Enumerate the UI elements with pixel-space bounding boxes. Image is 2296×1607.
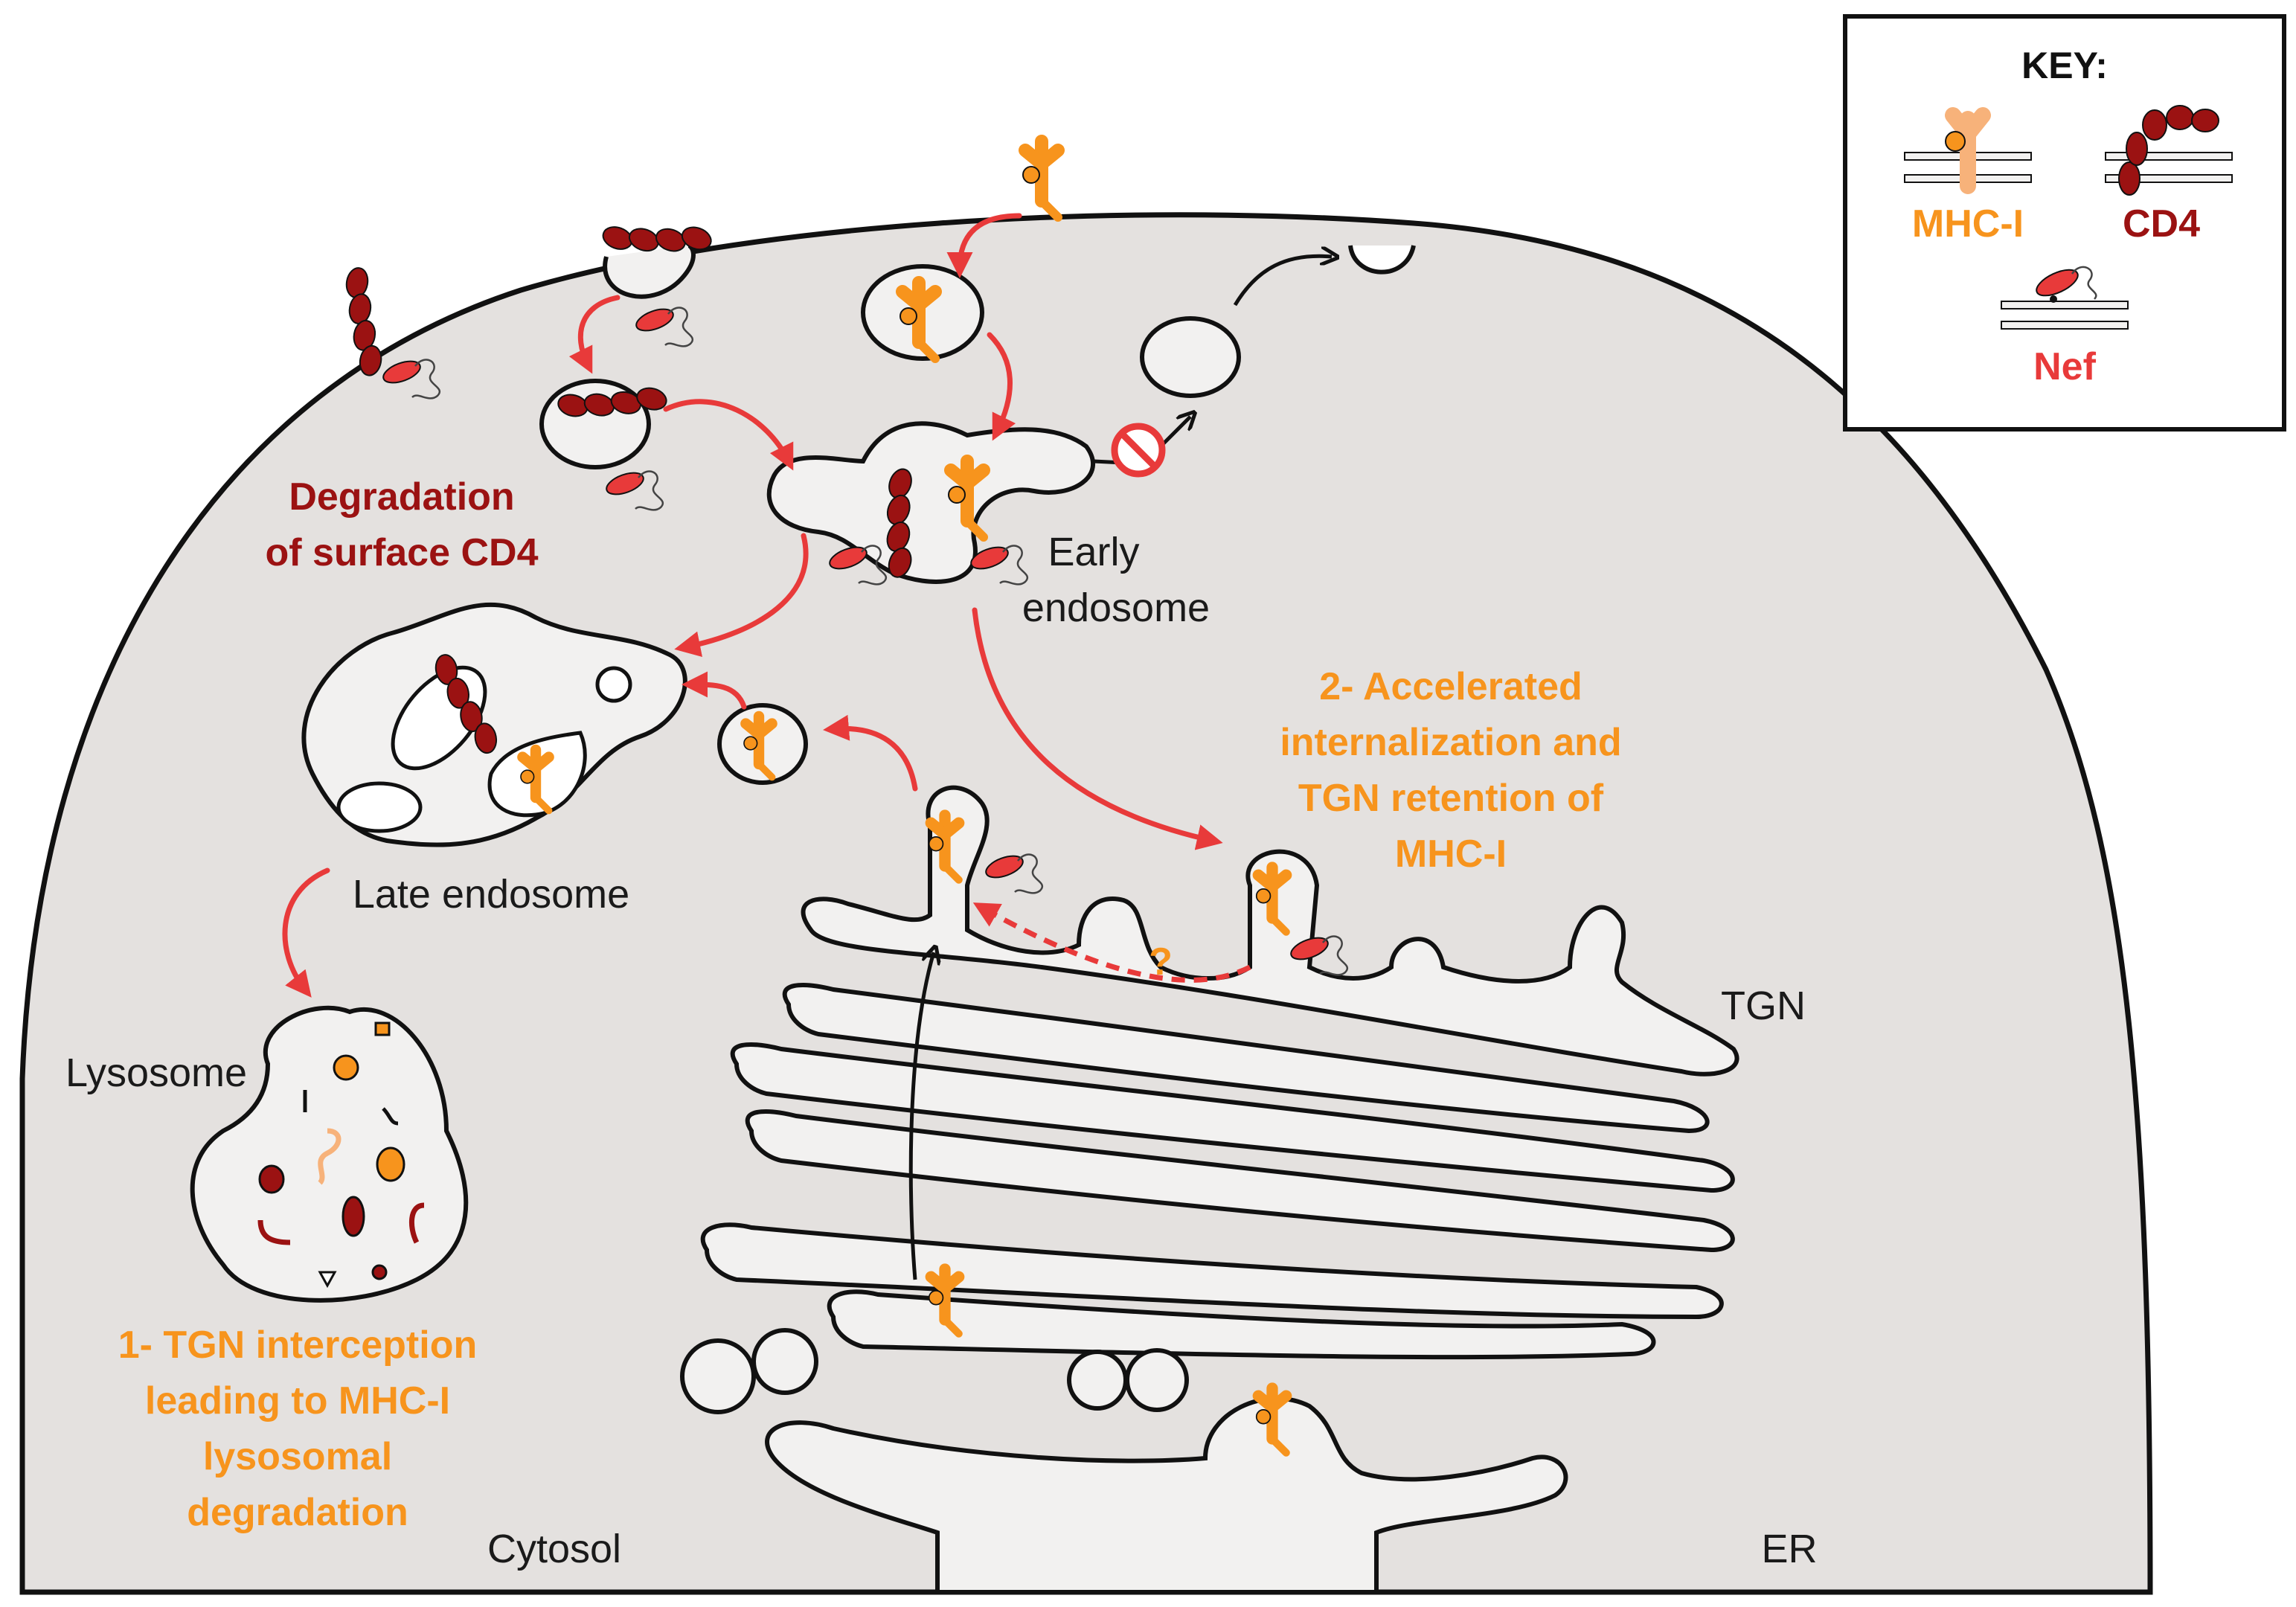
arrow-early-to-late-endosome (674, 533, 809, 658)
lysosome-contents (257, 1021, 425, 1289)
arrow-surface-to-mhc-vesicle (946, 213, 1022, 278)
golgi-cisterna-2 (782, 983, 1710, 1134)
label-mechanism-1-line-2: leading to MHC-I (145, 1379, 450, 1422)
cell-body (19, 212, 2153, 1595)
label-mechanism-2-line-3: TGN retention of (1298, 777, 1604, 820)
label-mechanism-2-line-2: internalization and (1280, 721, 1621, 764)
key-title: KEY: (2021, 45, 2108, 86)
golgi-cisterna-4 (745, 1109, 1735, 1253)
mhc-molecule-icon (1945, 107, 1991, 194)
label-question-mark: ? (1149, 940, 1173, 984)
key-label-nef: Nef (2033, 345, 2096, 388)
label-mechanism-1-line-4: degradation (187, 1491, 408, 1534)
label-early-endosome-2: endosome (1022, 586, 1210, 630)
golgi-vesicle-2 (751, 1328, 818, 1395)
label-cytosol: Cytosol (487, 1527, 621, 1571)
label-early-endosome-1: Early (1048, 530, 1139, 574)
no-entry-icon (1111, 423, 1166, 478)
mhc-molecule-surface (1023, 141, 1058, 217)
nef-protein-icon (2036, 266, 2097, 303)
tgn-cisterna-1 (801, 785, 1739, 1077)
key-membrane-cd4 (2105, 152, 2233, 183)
label-tgn: TGN (1721, 984, 1806, 1028)
label-late-endosome: Late endosome (353, 872, 629, 917)
label-er: ER (1761, 1527, 1817, 1571)
golgi-cisterna-3 (730, 1042, 1735, 1193)
key-membrane-nef (2001, 301, 2129, 330)
golgi-vesicle-3 (1067, 1350, 1128, 1411)
recycling-vesicle (1140, 316, 1241, 398)
golgi-vesicle-1 (680, 1338, 756, 1414)
label-mechanism-1-line-1: 1- TGN interception (118, 1324, 477, 1367)
arrow-late-endosome-to-lysosome (282, 867, 330, 998)
golgi-cisterna-5 (700, 1222, 1724, 1320)
arrow-golgi-to-tgn (908, 952, 934, 1280)
early-endosome (766, 421, 1095, 584)
late-endosome-ilv-2 (336, 781, 423, 833)
label-degradation-cd4-2: of surface CD4 (266, 531, 539, 574)
surface-pit-left (603, 243, 696, 299)
label-mechanism-1-line-3: lysosomal (203, 1435, 392, 1478)
label-degradation-cd4-1: Degradation (289, 475, 514, 519)
cd4-molecule-icon (2118, 105, 2219, 196)
arrow-pit-to-vesicle (568, 295, 621, 374)
label-lysosome: Lysosome (65, 1051, 247, 1095)
golgi-vesicle-4 (1125, 1348, 1189, 1412)
arrow-tgn-to-transport-vesicle (823, 714, 918, 792)
golgi-cisterna-6 (827, 1289, 1656, 1360)
late-endosome-ilv-3 (595, 666, 632, 703)
key-label-cd4: CD4 (2123, 202, 2200, 246)
arrow-early-endosome-to-tgn (972, 607, 1223, 850)
key-label-mhc: MHC-I (1912, 202, 2024, 246)
arrow-transport-to-late-endosome (682, 671, 747, 710)
label-mechanism-2-line-4: MHC-I (1395, 833, 1507, 876)
key-legend: KEY: MHC-I CD4 (1843, 14, 2286, 432)
label-mechanism-2-line-1: 2- Accelerated (1319, 665, 1582, 708)
arrow-mhc-vesicle-to-early-endosome (987, 332, 1016, 441)
arrow-recycling-to-surface (1233, 256, 1332, 307)
er-sheet (765, 1396, 1568, 1594)
arrow-tgn-retention-dashed (972, 902, 1251, 983)
arrow-vesicle-to-early-endosome (663, 399, 794, 471)
surface-pit-right (1348, 245, 1416, 275)
